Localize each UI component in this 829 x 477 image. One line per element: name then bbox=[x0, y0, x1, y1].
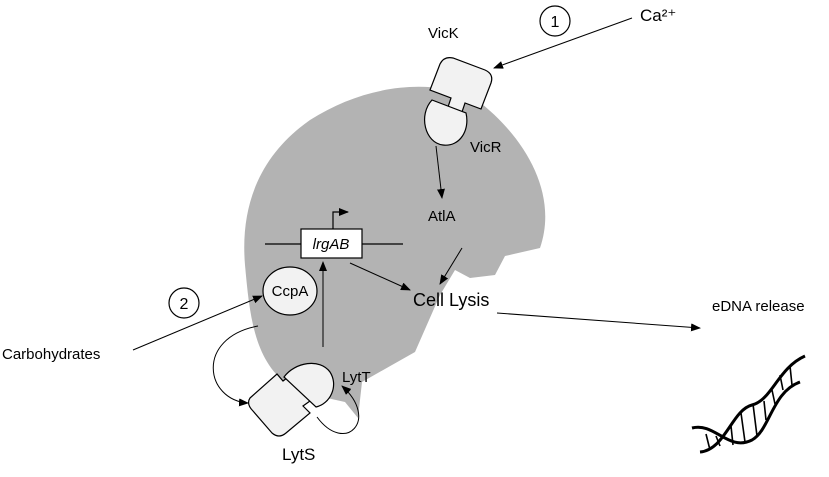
ccpa-protein bbox=[262, 266, 318, 316]
vick-label: VicK bbox=[428, 25, 459, 42]
calcium-label: Ca²⁺ bbox=[640, 6, 676, 25]
lytt-label: LytT bbox=[342, 369, 371, 386]
step-1-circle bbox=[539, 5, 571, 37]
arrow-lyts-to-lytt bbox=[316, 385, 360, 434]
carbohydrates-label: Carbohydrates bbox=[2, 346, 100, 363]
lrgab-gene-box bbox=[300, 228, 363, 259]
atla-label: AtlA bbox=[428, 208, 456, 225]
lytt-protein bbox=[283, 362, 335, 408]
vicr-label: VicR bbox=[470, 139, 502, 156]
arrow-ccpa-to-lyts bbox=[212, 325, 259, 407]
lyts-label: LytS bbox=[282, 445, 315, 464]
ccpa-label: CcpA bbox=[272, 283, 309, 300]
arrow-vicr-to-atla bbox=[435, 145, 445, 199]
dna-helix-icon bbox=[691, 354, 806, 454]
arrow-carbohydrates-to-ccpa bbox=[132, 295, 263, 351]
vick-protein bbox=[429, 57, 493, 113]
cell-lysis-label: Cell Lysis bbox=[413, 290, 489, 310]
arrow-lysis-to-edna bbox=[496, 312, 701, 332]
lrgab-label: lrgAB bbox=[313, 236, 350, 253]
vicr-protein bbox=[424, 99, 468, 146]
step-1-label: 1 bbox=[551, 14, 560, 31]
arrow-gene-to-lysis bbox=[349, 262, 411, 291]
promoter-arrow bbox=[332, 208, 349, 229]
arrow-ca-to-vick bbox=[493, 17, 633, 69]
step-2-circle bbox=[168, 287, 200, 319]
step-2-label: 2 bbox=[180, 296, 189, 313]
bacterial-cell bbox=[244, 86, 546, 419]
arrow-atla-to-lysis bbox=[439, 247, 463, 285]
edna-release-label: eDNA release bbox=[712, 298, 805, 315]
